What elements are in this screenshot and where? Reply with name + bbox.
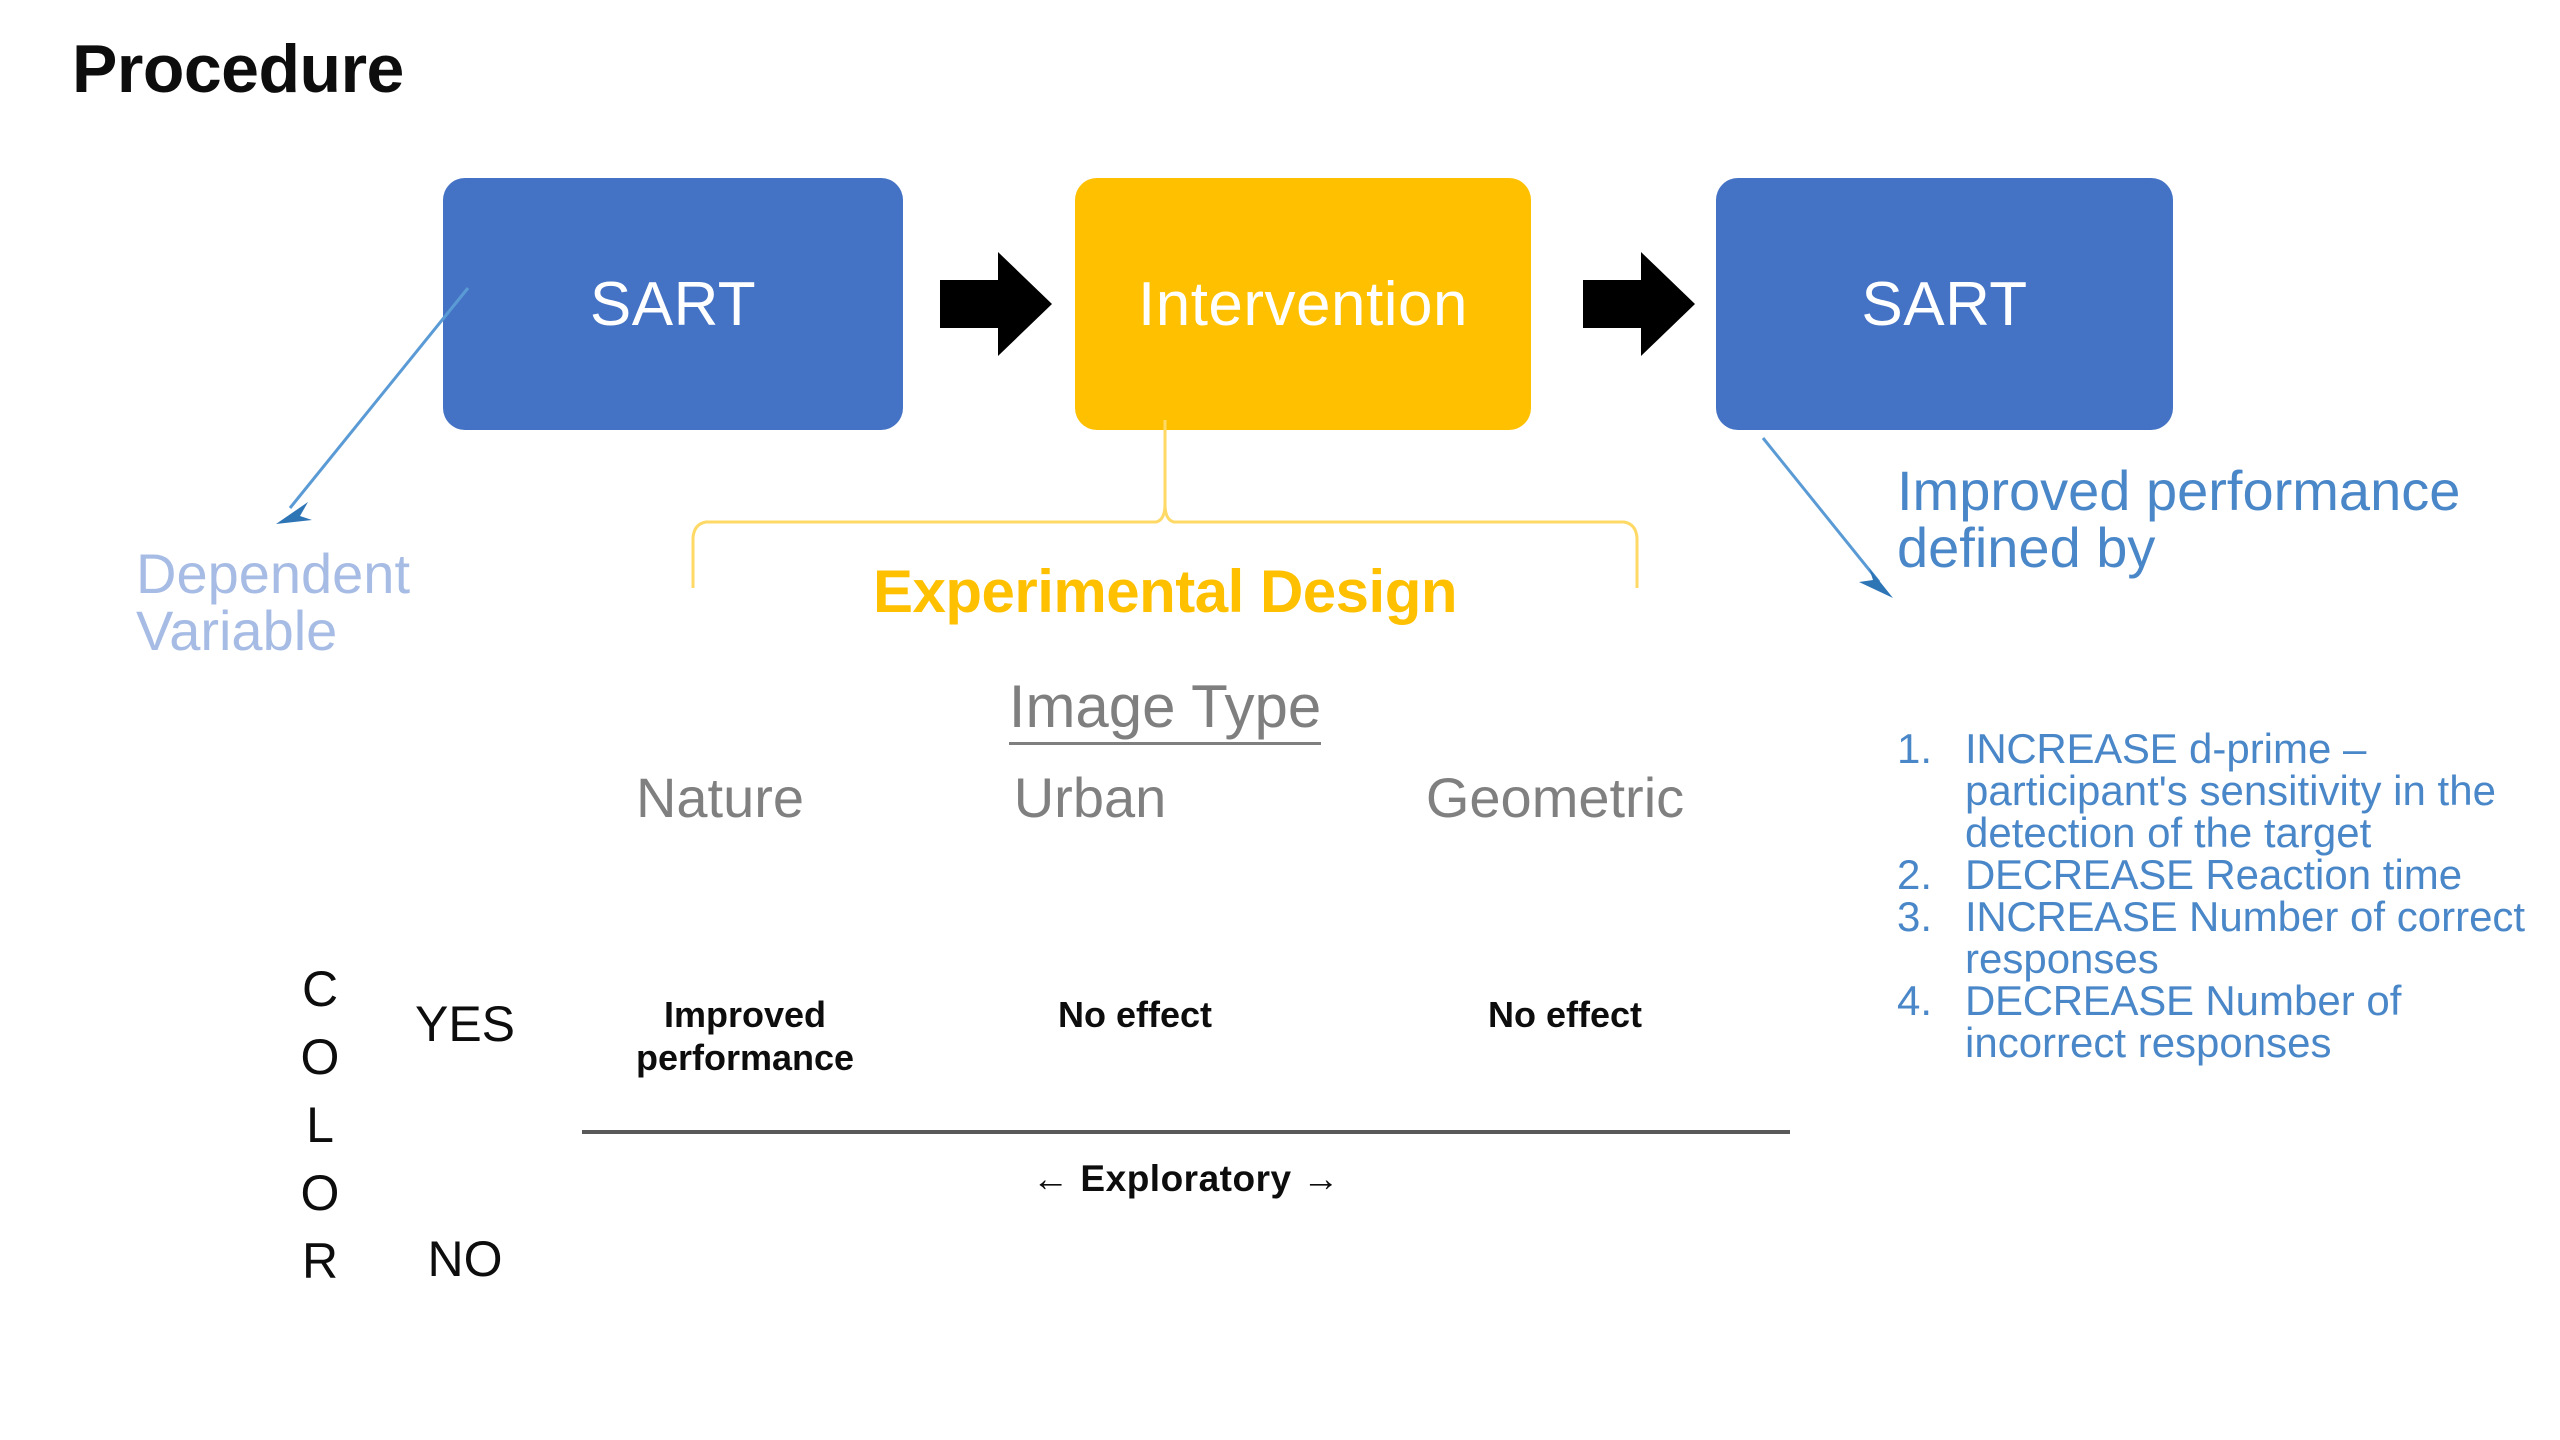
- matrix-row-label-yes: YES: [414, 996, 516, 1052]
- list-item-rest: Number of correct responses: [1965, 893, 2526, 982]
- flow-box-label: SART: [1861, 269, 2028, 339]
- image-type-option-urban: Urban: [1013, 766, 1167, 829]
- list-item-text: DECREASE Number of incorrect responses: [1965, 980, 2537, 1064]
- color-axis-letter: O: [300, 1029, 340, 1085]
- flow-box-sart-post: SART: [1716, 178, 2173, 430]
- matrix-cell-yes-nature: Improved performance: [635, 994, 855, 1079]
- list-item-number: 3.: [1897, 893, 1933, 940]
- list-item: 1. INCREASE d-prime – participant's sens…: [1897, 728, 2537, 854]
- list-item-text: DECREASE Reaction time: [1965, 854, 2537, 896]
- list-item: 3. INCREASE Number of correct responses: [1897, 896, 2537, 980]
- matrix-row-label-no: NO: [427, 1231, 503, 1287]
- list-item: 2. DECREASE Reaction time: [1897, 854, 2537, 896]
- image-type-label: Image Type: [660, 672, 1670, 745]
- list-item-number: 4.: [1897, 977, 1933, 1024]
- image-type-text: Image Type: [1008, 673, 1322, 745]
- page-title: Procedure: [72, 31, 404, 107]
- right-arrow-icon: [940, 252, 1052, 356]
- color-axis-letter: O: [300, 1165, 340, 1221]
- color-axis-letter: R: [301, 1233, 339, 1289]
- matrix-cell-yes-urban: No effect: [1057, 994, 1213, 1035]
- image-type-option-geometric: Geometric: [1425, 766, 1685, 829]
- dependent-variable-label: Dependent Variable: [136, 542, 411, 663]
- list-item-rest: d-prime – participant's sensitivity in t…: [1965, 725, 2496, 856]
- list-item-emphasis: INCREASE: [1965, 725, 2178, 772]
- list-item: 4. DECREASE Number of incorrect response…: [1897, 980, 2537, 1064]
- image-type-option-nature: Nature: [635, 766, 805, 829]
- list-item-rest: Number of incorrect responses: [1965, 977, 2402, 1066]
- color-axis-label: C O L O R: [290, 955, 350, 1295]
- list-item-emphasis: DECREASE: [1965, 977, 2194, 1024]
- list-item-emphasis: DECREASE: [1965, 851, 2194, 898]
- color-axis-letter: L: [306, 1097, 334, 1153]
- color-axis-letter: C: [301, 961, 339, 1017]
- diagonal-arrow-icon: [1755, 430, 1975, 630]
- exploratory-note: ← Exploratory →: [1032, 1158, 1340, 1199]
- experimental-design-title: Experimental Design: [872, 558, 1458, 625]
- list-item-number: 1.: [1897, 725, 1933, 772]
- diagonal-arrow-icon: [250, 280, 480, 540]
- flow-box-label: SART: [589, 269, 757, 339]
- flow-box-intervention: Intervention: [1075, 178, 1531, 430]
- list-item-text: INCREASE Number of correct responses: [1965, 896, 2537, 980]
- list-item-number: 2.: [1897, 851, 1933, 898]
- flow-box-label: Intervention: [1138, 269, 1468, 339]
- list-item-text: INCREASE d-prime – participant's sensiti…: [1965, 728, 2537, 854]
- matrix-cell-yes-geometric: No effect: [1487, 994, 1643, 1035]
- right-arrow-icon: [1583, 252, 1695, 356]
- list-item-rest: Reaction time: [2193, 851, 2463, 898]
- outcomes-list: 1. INCREASE d-prime – participant's sens…: [1897, 728, 2537, 1064]
- list-item-emphasis: INCREASE: [1965, 893, 2178, 940]
- curly-brace-icon: [660, 420, 1670, 620]
- matrix-divider: [582, 1130, 1790, 1134]
- flow-box-sart-pre: SART: [443, 178, 903, 430]
- outcomes-heading: Improved performance defined by: [1897, 459, 2461, 580]
